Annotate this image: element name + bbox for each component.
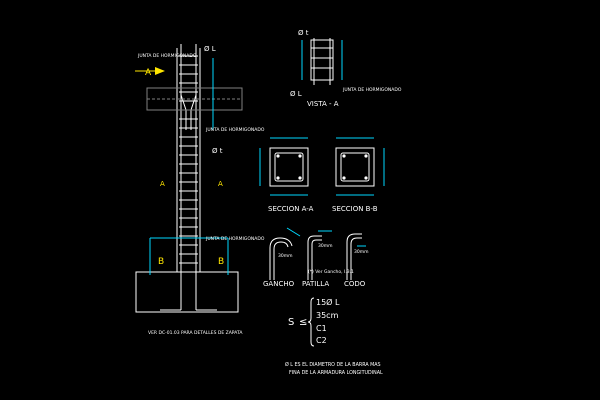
footnote-line-1: Ø L ES EL DIAMETRO DE LA BARRA MAS bbox=[285, 361, 381, 368]
rebar-1 bbox=[276, 154, 280, 158]
footnote-line-2: FINA DE LA ARMADURA LONGITUDINAL bbox=[289, 370, 383, 376]
rebar-6 bbox=[364, 154, 368, 158]
section-b-stirrup bbox=[340, 152, 370, 182]
hook-gancho-bar-inner bbox=[273, 241, 289, 280]
hook-codo-dim-label: 30mm bbox=[354, 249, 369, 255]
marker-a-label: A bbox=[145, 68, 152, 78]
marker-b-right: B bbox=[218, 257, 224, 267]
hook-gancho-dim bbox=[286, 227, 301, 237]
hook-note: (*) Ver Gancho, I.3.1 bbox=[308, 269, 354, 275]
vista-title: VISTA - A bbox=[307, 100, 339, 108]
label-joint-mid: JUNTA DE HORMIGONADO bbox=[205, 127, 265, 133]
diameter-mark-mid: Ø t bbox=[212, 147, 223, 155]
rebar-2 bbox=[298, 154, 302, 158]
vista-diameter-mark: Ø t bbox=[298, 29, 309, 37]
spacing-relation: ≤ bbox=[299, 317, 307, 328]
hook-patilla-label: PATILLA bbox=[302, 280, 329, 288]
marker-b-left: B bbox=[158, 257, 164, 267]
vista-column bbox=[310, 39, 334, 81]
footing bbox=[135, 271, 239, 313]
footnote: Ø L ES EL DIAMETRO DE LA BARRA MAS FINA … bbox=[285, 361, 383, 376]
marker-a-left: A bbox=[160, 180, 165, 188]
hook-gancho-dim-label: 30mm bbox=[278, 253, 293, 259]
hook-patilla-dim-label: 30mm bbox=[318, 243, 333, 249]
bar-splice-right bbox=[190, 94, 197, 130]
spacing-symbol: S bbox=[288, 317, 294, 328]
hook-details: 30mm GANCHO 30mm PATILLA 30mm CODO (*) V… bbox=[263, 227, 369, 288]
column-elevation: A A A B B JUNTA DE HORMIGONADO JUNTA DE … bbox=[135, 44, 265, 336]
diameter-mark-top: Ø L bbox=[204, 45, 216, 53]
marker-a-right: A bbox=[218, 180, 223, 188]
footing-note: VER DC-01.03 PARA DETALLES DE ZAPATA bbox=[148, 330, 243, 336]
hook-patilla-bar-inner bbox=[311, 239, 322, 280]
hook-patilla-bar bbox=[307, 235, 322, 280]
spacing-item-1: 15Ø L bbox=[316, 297, 340, 307]
section-a-stirrup bbox=[274, 152, 304, 182]
rebar-4 bbox=[298, 176, 302, 180]
hook-gancho-label: GANCHO bbox=[263, 280, 295, 288]
section-a-label: SECCION A-A bbox=[268, 205, 314, 213]
rebar-8 bbox=[364, 176, 368, 180]
section-b-label: SECCION B-B bbox=[332, 205, 378, 213]
vista-diameter-mark-low: Ø L bbox=[290, 90, 302, 98]
section-a-outer bbox=[269, 147, 309, 187]
section-b-outer bbox=[335, 147, 375, 187]
spacing-rule: S ≤ 15Ø L 35cm C1 C2 bbox=[288, 297, 340, 347]
spacing-item-4: C2 bbox=[316, 336, 327, 345]
rebar-7 bbox=[342, 176, 346, 180]
spacing-item-3: C1 bbox=[316, 324, 327, 333]
hook-gancho-bar bbox=[269, 237, 293, 280]
spacing-brace bbox=[307, 297, 315, 347]
bar-splice-left bbox=[180, 94, 187, 130]
label-joint-low: JUNTA DE HORMIGONADO bbox=[205, 236, 265, 242]
rebar-3 bbox=[276, 176, 280, 180]
vista-joint-label: JUNTA DE HORMIGONADO bbox=[342, 87, 402, 93]
hook-codo-bar-inner bbox=[350, 237, 362, 280]
stirrups-group bbox=[179, 55, 198, 264]
spacing-item-2: 35cm bbox=[316, 311, 339, 320]
label-joint-top: JUNTA DE HORMIGONADO bbox=[137, 53, 197, 59]
section-a-a: SECCION A-A bbox=[259, 137, 314, 213]
hook-codo-bar bbox=[346, 233, 362, 280]
section-b-b: SECCION B-B bbox=[332, 137, 385, 213]
hook-codo-label: CODO bbox=[344, 280, 366, 288]
vista-a: Ø t Ø L JUNTA DE HORMIGONADO VISTA - A bbox=[290, 29, 402, 108]
rebar-5 bbox=[342, 154, 346, 158]
